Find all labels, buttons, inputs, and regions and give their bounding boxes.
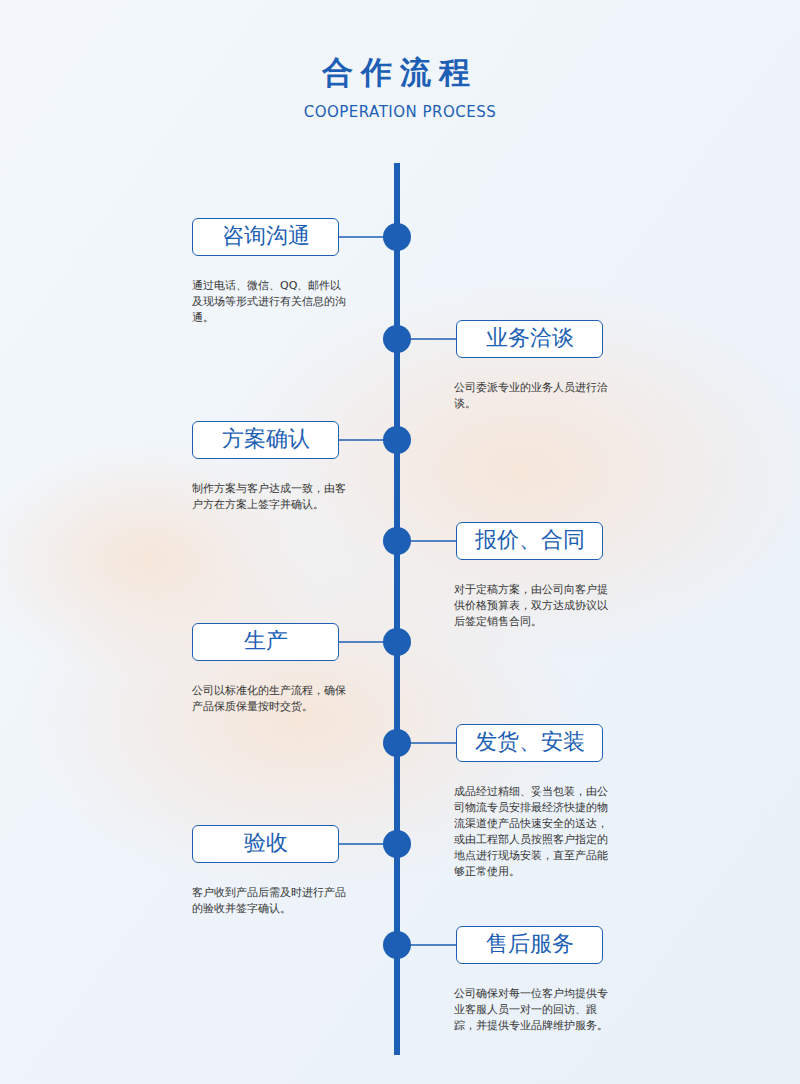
diagram-title: 合作流程	[0, 52, 800, 94]
step-description: 公司确保对每一位客户均提供专业客服人员一对一的回访、跟踪，并提供专业品牌维护服务…	[454, 986, 608, 1034]
step-node: 方案确认制作方案与客户达成一致，由客户方在方案上签字并确认。	[192, 421, 346, 513]
step-box: 报价、合同	[456, 522, 603, 560]
timeline-line	[394, 163, 400, 1055]
step-description: 通过电话、微信、QQ、邮件以及现场等形式进行有关信息的沟通。	[192, 278, 346, 326]
step-node: 报价、合同对于定稿方案，由公司向客户提供价格预算表，双方达成协议以后签定销售合同…	[456, 522, 610, 630]
step-box: 方案确认	[192, 421, 339, 459]
step-description: 公司以标准化的生产流程，确保产品保质保量按时交货。	[192, 683, 346, 715]
step-description: 成品经过精细、妥当包装，由公司物流专员安排最经济快捷的物流渠道使产品快速安全的送…	[454, 784, 608, 880]
timeline-dot	[383, 426, 411, 454]
subtitle-label: COOPERATION PROCESS	[0, 103, 800, 121]
step-description: 客户收到产品后需及时进行产品的验收并签字确认。	[192, 885, 346, 917]
step-node: 业务洽谈公司委派专业的业务人员进行洽谈。	[456, 320, 610, 412]
timeline-dot	[383, 830, 411, 858]
step-node: 生产公司以标准化的生产流程，确保产品保质保量按时交货。	[192, 623, 346, 715]
step-box: 咨询沟通	[192, 218, 339, 256]
timeline-dot	[383, 527, 411, 555]
timeline-dot	[383, 325, 411, 353]
step-node: 售后服务公司确保对每一位客户均提供专业客服人员一对一的回访、跟踪，并提供专业品牌…	[456, 926, 610, 1034]
step-box: 发货、安装	[456, 724, 603, 762]
step-box: 生产	[192, 623, 339, 661]
timeline-dot	[383, 223, 411, 251]
timeline	[339, 163, 456, 1055]
step-node: 验收客户收到产品后需及时进行产品的验收并签字确认。	[192, 825, 346, 917]
step-box: 验收	[192, 825, 339, 863]
timeline-dot	[383, 628, 411, 656]
step-box: 售后服务	[456, 926, 603, 964]
timeline-dot	[383, 729, 411, 757]
step-node: 发货、安装成品经过精细、妥当包装，由公司物流专员安排最经济快捷的物流渠道使产品快…	[456, 724, 610, 880]
step-description: 对于定稿方案，由公司向客户提供价格预算表，双方达成协议以后签定销售合同。	[454, 582, 608, 630]
step-box: 业务洽谈	[456, 320, 603, 358]
step-node: 咨询沟通通过电话、微信、QQ、邮件以及现场等形式进行有关信息的沟通。	[192, 218, 346, 326]
timeline-dot	[383, 931, 411, 959]
step-description: 公司委派专业的业务人员进行洽谈。	[454, 380, 608, 412]
step-description: 制作方案与客户达成一致，由客户方在方案上签字并确认。	[192, 481, 346, 513]
